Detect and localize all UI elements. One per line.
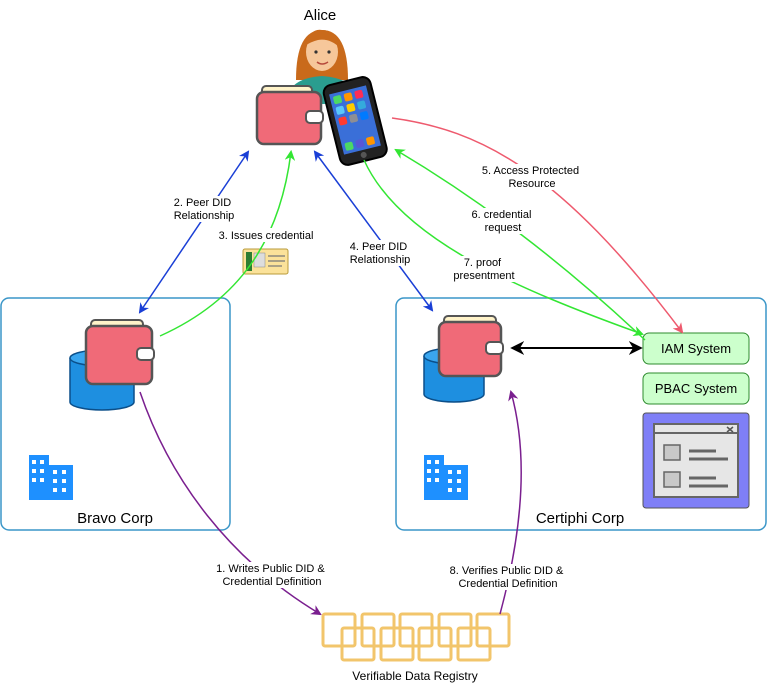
edge-1-writes-public-did — [139, 391, 322, 616]
alice-wallet-icon — [255, 85, 324, 146]
edge-2-peer-did — [138, 150, 250, 314]
smartphone-icon — [322, 76, 388, 166]
edge-5-label: 5. Access Protected Resource — [482, 165, 582, 190]
alice-label: Alice — [304, 7, 337, 24]
credential-card-icon — [242, 248, 289, 275]
edge-4-label: 4. Peer DID Relationship — [350, 241, 411, 266]
bravo-corp-label: Bravo Corp — [77, 510, 153, 527]
bravo-wallet-icon — [84, 319, 155, 386]
registry-chain-icon — [321, 612, 511, 662]
pbac-system-label: PBAC System — [655, 381, 737, 396]
iam-system-box — [642, 332, 750, 365]
pbac-system-box — [642, 372, 750, 405]
edge-3-issues-credential — [159, 149, 296, 337]
registry-label: Verifiable Data Registry — [352, 669, 477, 683]
certiphi-corp-label: Certiphi Corp — [536, 510, 624, 527]
bravo-building-icon — [29, 455, 73, 500]
edge-7-label: 7. proof presentment — [453, 257, 514, 282]
edge-6-label: 6. credential request — [472, 209, 535, 234]
certiphi-wallet-icon — [437, 315, 504, 378]
app-window-icon — [642, 412, 750, 509]
edge-1-label: 1. Writes Public DID & Credential Defini… — [216, 563, 328, 588]
edge-3-label: 3. Issues credential — [219, 230, 314, 242]
edge-2-label: 2. Peer DID Relationship — [174, 197, 235, 222]
iam-system-label: IAM System — [661, 341, 731, 356]
edge-4-peer-did — [313, 150, 434, 312]
certiphi-building-icon — [424, 455, 468, 500]
edge-8-label: 8. Verifies Public DID & Credential Defi… — [450, 565, 567, 590]
